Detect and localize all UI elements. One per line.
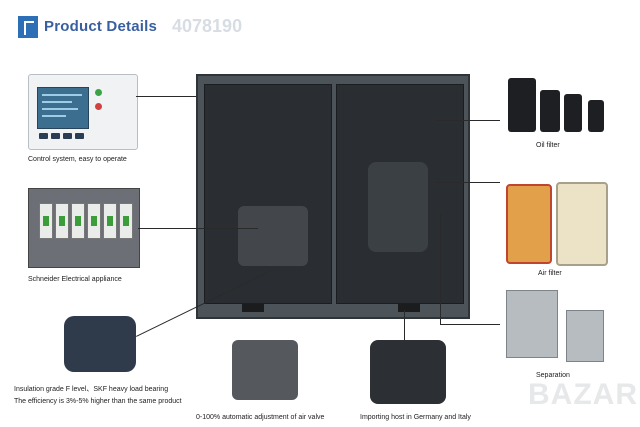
listing-number: 4078190 [172, 16, 243, 36]
air-filter-icon [506, 184, 552, 264]
air-valve-image [232, 340, 298, 400]
electrical-caption: Schneider Electrical appliance [28, 276, 122, 283]
oil-filter-caption: Oil filter [536, 142, 560, 149]
header: Product Details 4078190 [0, 0, 640, 46]
compressor-host-image [370, 340, 446, 404]
valve-caption: 0-100% automatic adjustment of air valve [196, 414, 325, 421]
air-end-unit [368, 162, 428, 252]
oil-filter-icon [508, 78, 536, 132]
separator-icon [506, 290, 558, 358]
separation-caption: Separation [536, 372, 570, 379]
air-filter-icon [556, 182, 608, 266]
stop-button-icon [95, 103, 102, 110]
motor-caption-line1: Insulation grade F level、SKF heavy load … [14, 386, 169, 393]
control-panel-image [28, 74, 138, 150]
control-system-caption: Control system, easy to operate [28, 156, 127, 163]
bazar-watermark: BAZAR [528, 378, 638, 411]
start-button-icon [95, 89, 102, 96]
electric-motor-image [64, 316, 136, 372]
motor-caption-line2: The efficiency is 3%-5% higher than the … [14, 398, 182, 405]
oil-filter-small-icon [588, 100, 604, 132]
oil-filter-small-icon [540, 90, 560, 132]
separator-small-icon [566, 310, 604, 362]
electrical-appliance-image [28, 188, 140, 268]
oil-filter-small-icon [564, 94, 582, 132]
host-caption: Importing host in Germany and Italy [360, 414, 471, 421]
page-title: Product Details [44, 18, 158, 35]
motor-unit [238, 206, 308, 266]
control-screen [37, 87, 89, 129]
compressor-cabinet-image [196, 74, 470, 319]
brand-logo-icon [18, 16, 38, 38]
left-door [204, 84, 332, 304]
air-filter-caption: Air filter [538, 270, 562, 277]
